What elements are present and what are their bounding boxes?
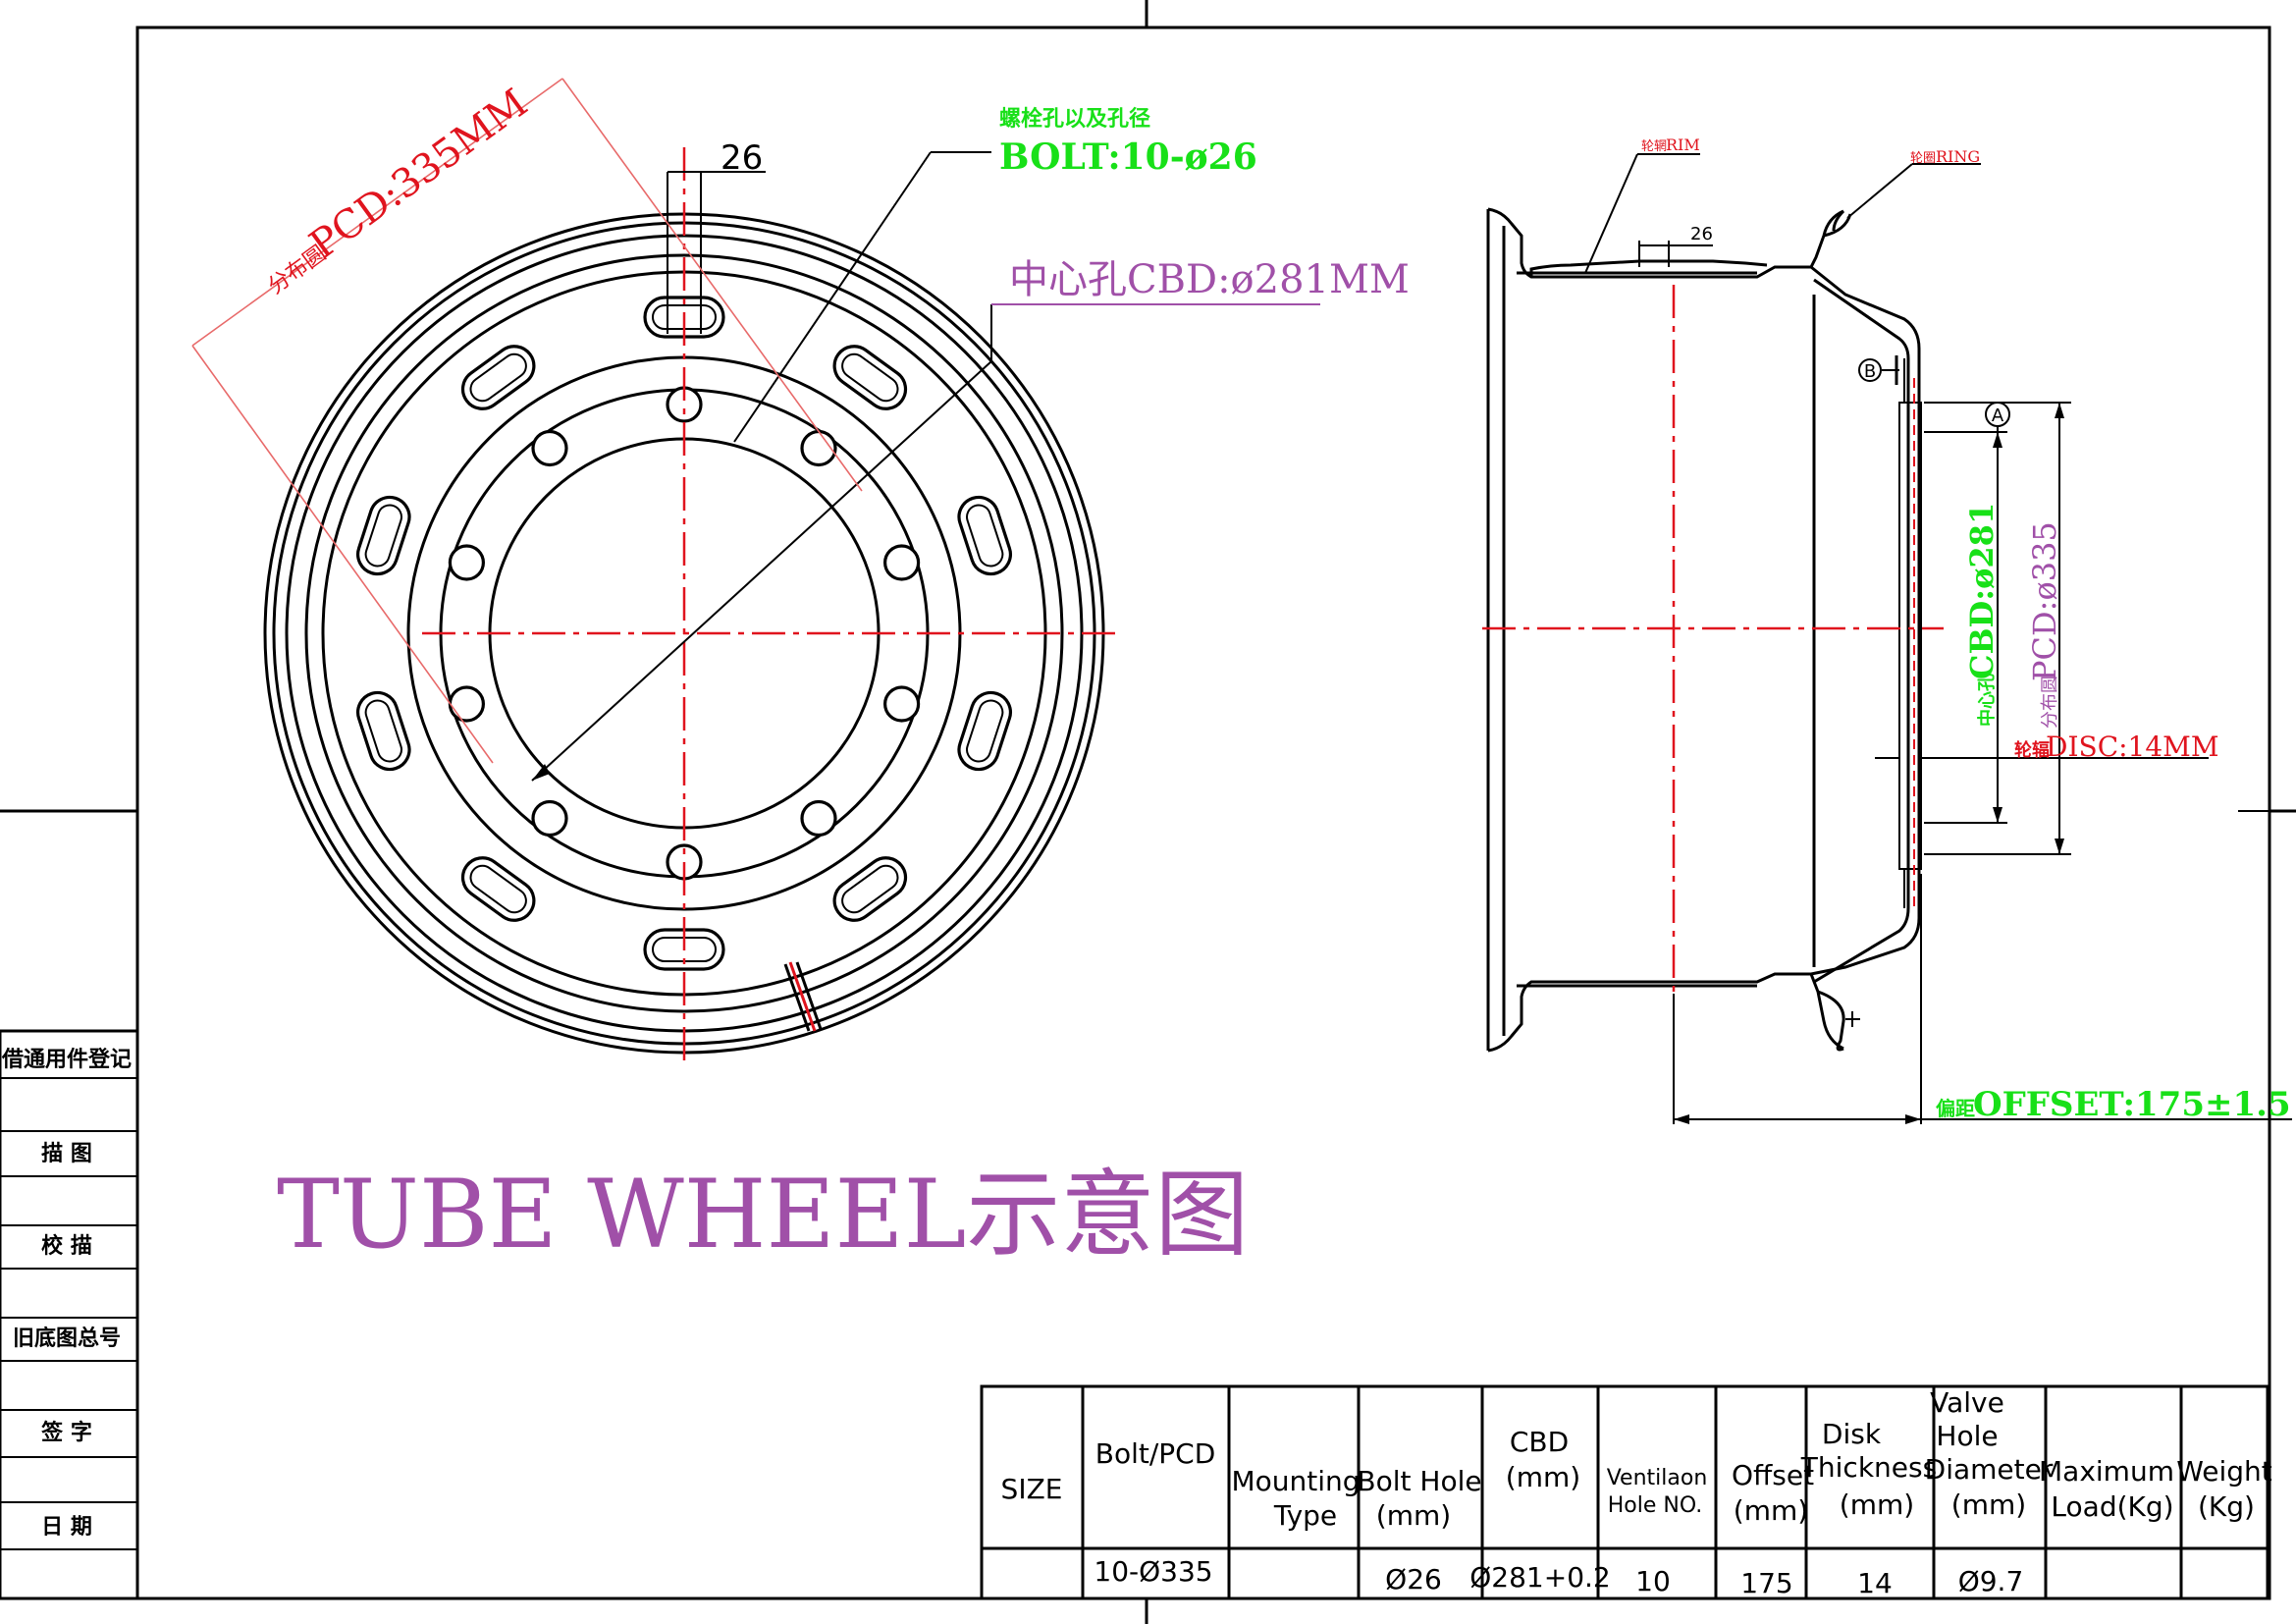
bolt-label: BOLT:10-ø26 [999, 136, 1257, 178]
hdr-valve-4: (mm) [1951, 1489, 2026, 1521]
ring-label-cn: 轮圈 [1910, 151, 1936, 166]
side-row-5: 日 期 [41, 1515, 92, 1540]
cell-vent: 10 [1635, 1565, 1671, 1597]
datum-a: A [1992, 406, 2004, 426]
vent-slot [356, 495, 411, 576]
hdr-disk-1: Disk [1822, 1418, 1882, 1450]
side-row-2: 校 描 [41, 1233, 92, 1259]
hdr-offset-2: (mm) [1734, 1494, 1808, 1527]
section-view [1482, 153, 2292, 1124]
bolt-label-cn: 螺栓孔以及孔径 [999, 106, 1150, 132]
bolt-hole [531, 429, 568, 467]
cell-disk: 14 [1857, 1567, 1893, 1599]
ventilation-slots [356, 296, 1012, 971]
bolt-hole [448, 544, 485, 581]
vent-slot [356, 690, 411, 772]
hdr-bolthole-1: Bolt Hole [1357, 1465, 1481, 1497]
small-26-dim: 26 [1690, 224, 1713, 244]
bolt-holes [448, 386, 921, 881]
hdr-valve-1: Valve [1930, 1386, 2004, 1419]
vent-slot [832, 345, 908, 410]
side-block: 借通用件登记 描 图 校 描 旧底图总号 签 字 日 期 [0, 1029, 139, 1600]
cell-bolt-hole: Ø26 [1385, 1563, 1442, 1596]
hdr-vent-1: Ventilaon [1607, 1466, 1708, 1490]
hdr-valve-3: Diameter [1925, 1453, 2054, 1486]
pcd-label: PCD:335MM [301, 81, 535, 268]
hdr-weight-2: (Kg) [2198, 1490, 2255, 1523]
cell-valve: Ø9.7 [1958, 1565, 2024, 1597]
hdr-disk-3: (mm) [1840, 1489, 1914, 1521]
rim-label-cn: 轮辋 [1641, 139, 1667, 154]
side-row-0: 借通用件登记 [1, 1048, 132, 1072]
drawing-title: TUBE WHEEL示意图 [277, 1160, 1249, 1270]
cbd-label: 中心孔CBD:ø281MM [1009, 257, 1410, 302]
pcd-vertical-cn: 分布圆 [2040, 676, 2060, 729]
hdr-maxload-2: Load(Kg) [2051, 1490, 2173, 1523]
disc-label: DISC:14MM [2046, 731, 2219, 763]
hdr-cbd-1: CBD [1510, 1426, 1569, 1458]
front-view: 26 [191, 78, 1320, 1065]
side-row-4: 签 字 [40, 1420, 92, 1445]
side-row-3: 旧底图总号 [13, 1326, 121, 1351]
bolt-hole [531, 799, 568, 838]
offset-label: OFFSET:175±1.5 [1973, 1085, 2291, 1124]
datum-b: B [1864, 361, 1876, 382]
bolt-hole [800, 799, 837, 838]
vent-slot [460, 345, 536, 410]
hdr-vent-2: Hole NO. [1608, 1493, 1703, 1518]
vent-slot [832, 856, 908, 922]
hdr-size: SIZE [1001, 1473, 1063, 1505]
bolt-hole [882, 685, 921, 723]
bolt-hole [882, 544, 921, 581]
cell-bolt-pcd: 10-Ø335 [1094, 1555, 1212, 1588]
cbd-vertical-cn: 中心孔 [1976, 674, 1998, 727]
offset-label-cn: 偏距 [1936, 1097, 1975, 1120]
hdr-disk-2: Thickness [1800, 1451, 1937, 1484]
hdr-mounting-2: Type [1273, 1499, 1337, 1532]
hdr-mounting-1: Mounting [1231, 1465, 1360, 1497]
cell-cbd: Ø281+0.2 [1469, 1561, 1610, 1594]
hdr-valve-2: Hole [1936, 1420, 1998, 1452]
cbd-vertical-group: 中心孔 CBD:ø281 [1963, 503, 2001, 727]
hdr-bolt-pcd: Bolt/PCD [1095, 1437, 1216, 1470]
hdr-maxload-1: Maximum [2039, 1455, 2174, 1488]
bolt-hole [448, 685, 485, 723]
pcd-vertical: PCD:ø335 [2026, 521, 2063, 681]
hdr-weight-1: Weight [2176, 1455, 2272, 1488]
ring-label: RING [1936, 147, 1980, 166]
bolt-width-dim: 26 [721, 138, 763, 178]
side-row-1: 描 图 [41, 1142, 92, 1166]
vent-slot [957, 690, 1012, 772]
hdr-offset-1: Offset [1732, 1459, 1814, 1491]
hdr-bolthole-2: (mm) [1376, 1499, 1451, 1532]
spec-table: SIZE Bolt/PCD Mounting Type Bolt Hole (m… [980, 1384, 2272, 1600]
pcd-vertical-group: 分布圆 PCD:ø335 [2026, 521, 2063, 729]
cell-offset: 175 [1740, 1567, 1792, 1599]
hdr-cbd-2: (mm) [1506, 1461, 1580, 1493]
vent-slot [957, 495, 1012, 576]
disc-label-cn: 轮辐 [2014, 739, 2050, 761]
rim-label: RIM [1666, 135, 1700, 154]
vent-slot [460, 856, 536, 922]
cbd-vertical: CBD:ø281 [1963, 503, 2001, 679]
